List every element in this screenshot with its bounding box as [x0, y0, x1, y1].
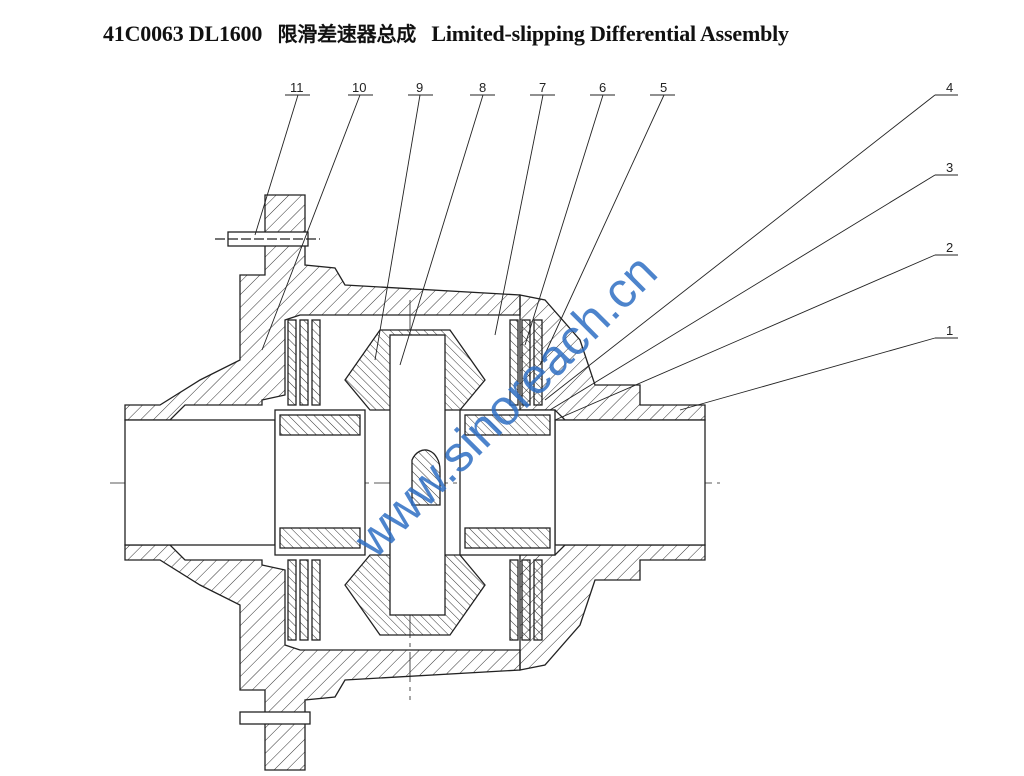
- label-10: 10: [352, 80, 366, 95]
- label-1: 1: [946, 323, 953, 338]
- drawing-title: 41C0063 DL1600 限滑差速器总成 Limited-slipping …: [103, 18, 799, 47]
- part-labels: 4 3 2 1 5 6 7 8 9 10 11: [290, 80, 953, 338]
- label-7: 7: [539, 80, 546, 95]
- clutch-pack-right: [509, 319, 543, 641]
- leader-lines: [254, 94, 958, 421]
- label-11: 11: [290, 80, 304, 95]
- label-5: 5: [660, 80, 667, 95]
- left-axle-bore: [124, 419, 276, 546]
- bolt-lower: [239, 711, 311, 725]
- title-chinese: 限滑差速器总成: [277, 22, 417, 46]
- label-3: 3: [946, 160, 953, 175]
- title-english: Limited-slipping Differential Assembly: [431, 21, 789, 46]
- left-housing-lower: [124, 544, 521, 771]
- label-6: 6: [599, 80, 606, 95]
- label-9: 9: [416, 80, 423, 95]
- left-housing-upper: [124, 194, 521, 421]
- clutch-pack-left: [287, 319, 321, 641]
- right-axle-bore: [554, 419, 706, 546]
- right-housing-lower: [519, 544, 706, 671]
- label-2: 2: [946, 240, 953, 255]
- label-4: 4: [946, 80, 953, 95]
- title-code: 41C0063 DL1600: [103, 21, 263, 46]
- label-8: 8: [479, 80, 486, 95]
